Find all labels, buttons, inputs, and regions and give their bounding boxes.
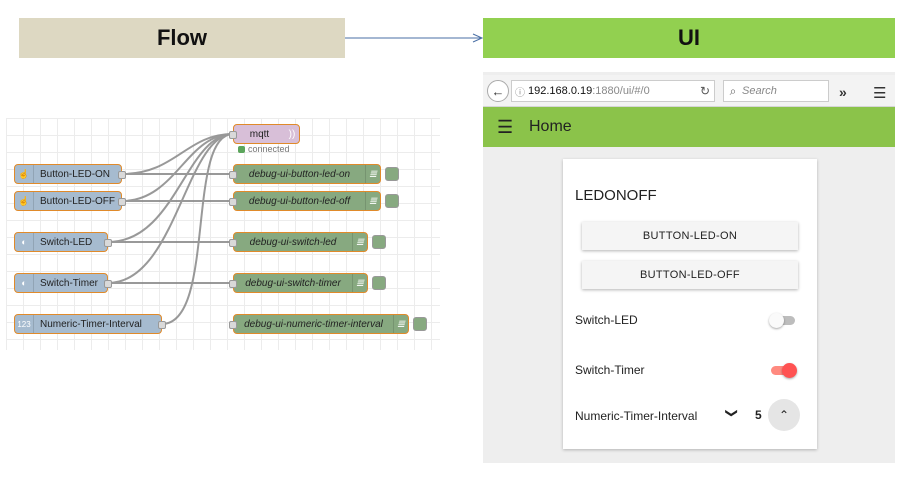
debug-toggle-button[interactable] bbox=[372, 235, 386, 249]
switch-thumb bbox=[782, 363, 797, 378]
flow-node-numeric-timer-interval[interactable]: 123 Numeric-Timer-Interval bbox=[14, 314, 166, 334]
group-title: LEDONOFF bbox=[575, 187, 657, 204]
browser-menu-icon[interactable]: ☰ bbox=[873, 85, 887, 102]
info-icon: ⓘ bbox=[515, 87, 525, 99]
input-port[interactable] bbox=[229, 171, 237, 179]
button-led-on[interactable]: BUTTON-LED-ON bbox=[582, 222, 798, 250]
url-host: 192.168.0.19 bbox=[528, 85, 593, 97]
url-path: :1880/ui/#/0 bbox=[592, 85, 650, 97]
flow-node-debug[interactable]: debug-ui-button-led-on ≣ bbox=[229, 164, 381, 184]
flow-node-label: mqtt bbox=[249, 128, 270, 140]
hamburger-menu-icon[interactable]: ☰ bbox=[497, 116, 514, 137]
list-icon: ≣ bbox=[352, 274, 367, 292]
input-port[interactable] bbox=[229, 321, 237, 329]
output-port[interactable] bbox=[104, 239, 112, 247]
increment-button[interactable]: ⌃ bbox=[768, 399, 800, 431]
flow-node-debug[interactable]: debug-ui-switch-led ≣ bbox=[229, 232, 368, 252]
flow-banner: Flow bbox=[19, 18, 345, 58]
flow-node-label: Button-LED-OFF bbox=[40, 195, 116, 207]
output-port[interactable] bbox=[118, 171, 126, 179]
back-arrow-icon: ← bbox=[491, 83, 505, 99]
toggle-icon: ◐ bbox=[15, 274, 34, 292]
output-port[interactable] bbox=[158, 321, 166, 329]
numeric-value: 5 bbox=[755, 408, 762, 422]
flow-canvas[interactable]: ☝ Button-LED-ON ☝ Button-LED-OFF ◐ Switc… bbox=[6, 118, 440, 350]
status-dot bbox=[238, 146, 245, 153]
flow-node-debug[interactable]: debug-ui-switch-timer ≣ bbox=[229, 273, 368, 293]
output-port[interactable] bbox=[104, 280, 112, 288]
switch-led-toggle[interactable] bbox=[769, 313, 797, 328]
dashboard-screenshot: ← ⓘ 192.168.0.19:1880/ui/#/0 ↻ ⌕ Search … bbox=[483, 72, 895, 463]
input-port[interactable] bbox=[229, 280, 237, 288]
search-placeholder: Search bbox=[742, 85, 777, 97]
hand-pointer-icon: ☝ bbox=[15, 192, 34, 210]
flow-node-debug[interactable]: debug-ui-numeric-timer-interval ≣ bbox=[229, 314, 409, 334]
flow-to-ui-arrow bbox=[345, 33, 484, 43]
overflow-chevron-icon[interactable]: » bbox=[839, 84, 847, 100]
input-port[interactable] bbox=[229, 131, 237, 139]
flow-node-switch-timer[interactable]: ◐ Switch-Timer bbox=[14, 273, 112, 293]
list-icon: ≣ bbox=[352, 233, 367, 251]
switch-thumb bbox=[769, 313, 784, 328]
input-port[interactable] bbox=[229, 239, 237, 247]
address-bar[interactable]: ⓘ 192.168.0.19:1880/ui/#/0 ↻ bbox=[511, 80, 715, 102]
flow-node-label: Switch-LED bbox=[40, 236, 93, 248]
switch-timer-toggle[interactable] bbox=[769, 363, 797, 378]
flow-node-debug[interactable]: debug-ui-button-led-off ≣ bbox=[229, 191, 381, 211]
flow-node-mqtt[interactable]: mqtt )) bbox=[229, 124, 300, 144]
flow-node-label: Numeric-Timer-Interval bbox=[40, 318, 142, 330]
numeric-icon: 123 bbox=[15, 315, 34, 333]
signal-icon: )) bbox=[288, 128, 296, 140]
list-icon: ≣ bbox=[365, 165, 380, 183]
flow-node-label: debug-ui-switch-led bbox=[249, 236, 337, 248]
debug-toggle-button[interactable] bbox=[385, 167, 399, 181]
list-icon: ≣ bbox=[365, 192, 380, 210]
back-button[interactable]: ← bbox=[487, 80, 509, 102]
flow-node-label: debug-ui-switch-timer bbox=[245, 277, 341, 289]
browser-toolbar: ← ⓘ 192.168.0.19:1880/ui/#/0 ↻ ⌕ Search … bbox=[483, 75, 895, 107]
button-label: BUTTON-LED-OFF bbox=[640, 269, 740, 281]
numeric-label: Numeric-Timer-Interval bbox=[575, 409, 698, 423]
app-toolbar: ☰ Home bbox=[483, 107, 895, 147]
button-label: BUTTON-LED-ON bbox=[642, 230, 738, 242]
flow-node-button-led-off[interactable]: ☝ Button-LED-OFF bbox=[14, 191, 126, 211]
flow-banner-title: Flow bbox=[156, 25, 208, 50]
flow-node-label: debug-ui-button-led-off bbox=[248, 195, 351, 207]
flow-node-label: debug-ui-button-led-on bbox=[248, 168, 351, 180]
switch-led-label: Switch-LED bbox=[575, 313, 638, 327]
button-led-off[interactable]: BUTTON-LED-OFF bbox=[582, 261, 798, 289]
list-icon: ≣ bbox=[393, 315, 408, 333]
chevron-up-icon: ⌃ bbox=[778, 408, 790, 422]
ui-banner: UI bbox=[483, 18, 895, 58]
group-card: LEDONOFF BUTTON-LED-ON BUTTON-LED-OFF Sw… bbox=[563, 159, 817, 449]
reload-icon[interactable]: ↻ bbox=[699, 84, 710, 98]
hand-pointer-icon: ☝ bbox=[15, 165, 34, 183]
mqtt-status-text: connected bbox=[248, 144, 290, 154]
search-icon: ⌕ bbox=[729, 83, 737, 98]
debug-toggle-button[interactable] bbox=[385, 194, 399, 208]
search-input[interactable]: ⌕ Search bbox=[723, 80, 829, 102]
flow-node-button-led-on[interactable]: ☝ Button-LED-ON bbox=[14, 164, 126, 184]
input-port[interactable] bbox=[229, 198, 237, 206]
chevron-down-icon[interactable]: ❯ bbox=[725, 407, 740, 419]
flow-node-label: Switch-Timer bbox=[40, 277, 98, 289]
toggle-icon: ◐ bbox=[15, 233, 34, 251]
switch-timer-label: Switch-Timer bbox=[575, 363, 645, 377]
page-title: Home bbox=[529, 118, 572, 135]
debug-toggle-button[interactable] bbox=[372, 276, 386, 290]
flow-node-label: debug-ui-numeric-timer-interval bbox=[244, 318, 383, 330]
ui-banner-title: UI bbox=[678, 25, 700, 50]
output-port[interactable] bbox=[118, 198, 126, 206]
debug-toggle-button[interactable] bbox=[413, 317, 427, 331]
flow-node-label: Button-LED-ON bbox=[40, 168, 111, 180]
flow-wires bbox=[107, 133, 234, 325]
flow-node-switch-led[interactable]: ◐ Switch-LED bbox=[14, 232, 112, 252]
